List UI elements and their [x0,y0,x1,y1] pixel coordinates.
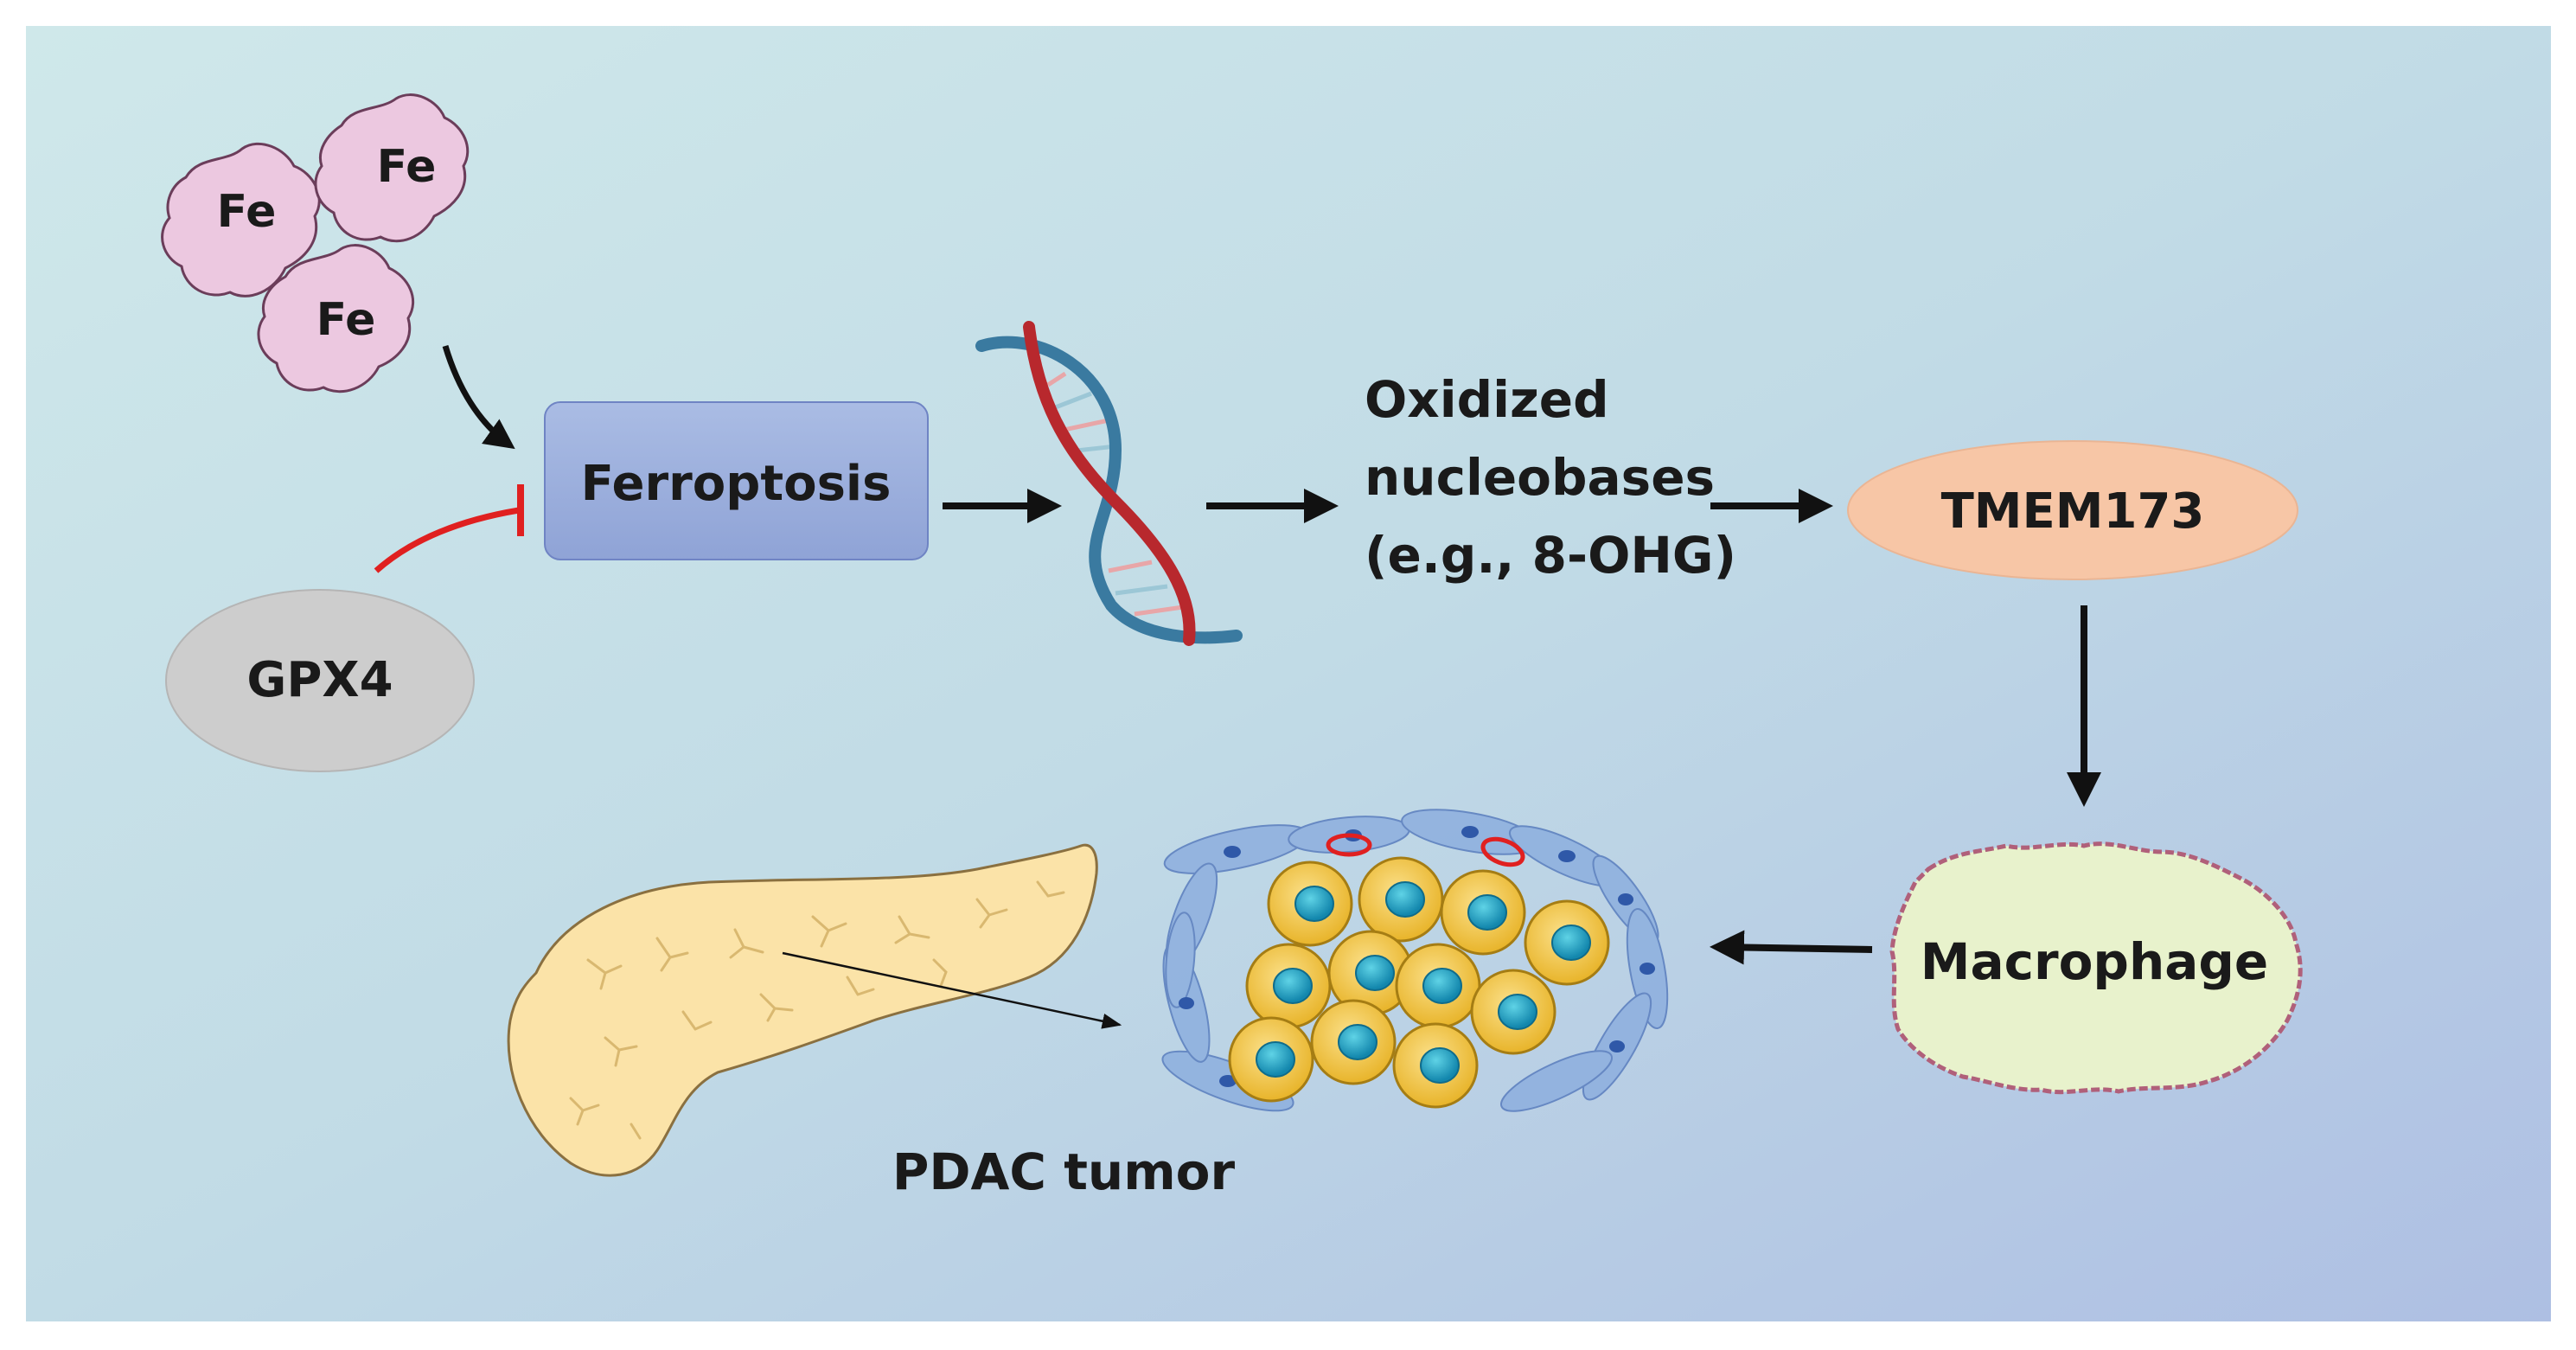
dna-helix-icon [975,321,1243,646]
iron-to-ferroptosis-arrow [442,344,515,450]
pancreas-to-tumor-pointer [782,951,1122,1029]
iron-particle-3: Fe [257,244,414,393]
macrophage-label: Macrophage [1921,932,2269,991]
fe-label-1: Fe [217,186,277,238]
pdac-tumor-illustration [1161,809,1669,1112]
ferroptosis-node: Ferroptosis [544,401,929,560]
macrophage-node: Macrophage [1889,841,2303,1095]
tmem173-label: TMEM173 [1941,483,2205,540]
macrophage-to-tumor-arrow [1710,930,1873,965]
fe-label-3: Fe [316,294,376,346]
gpx4-label: GPX4 [246,652,393,708]
ferroptosis-label: Ferroptosis [581,456,892,512]
oxidized-line-2: nucleobases [1365,448,1715,507]
fe-label-2: Fe [377,141,437,193]
oxidized-line-3: (e.g., 8-OHG) [1365,526,1736,585]
oxidized-nucleobases-node: Oxidized nucleobases (e.g., 8-OHG) [1365,370,1736,585]
tmem173-node: TMEM173 [1847,440,2298,580]
pdac-tumor-label: PDAC tumor [892,1142,1236,1201]
iron-cluster: Fe Fe Fe [161,93,470,393]
oxidized-line-1: Oxidized [1365,370,1609,429]
pancreas-illustration [507,843,1122,1177]
gpx4-inhibition-edge [374,484,524,573]
iron-particle-2: Fe [314,93,470,243]
iron-particle-1: Fe [161,143,321,298]
gpx4-node: GPX4 [165,589,475,772]
